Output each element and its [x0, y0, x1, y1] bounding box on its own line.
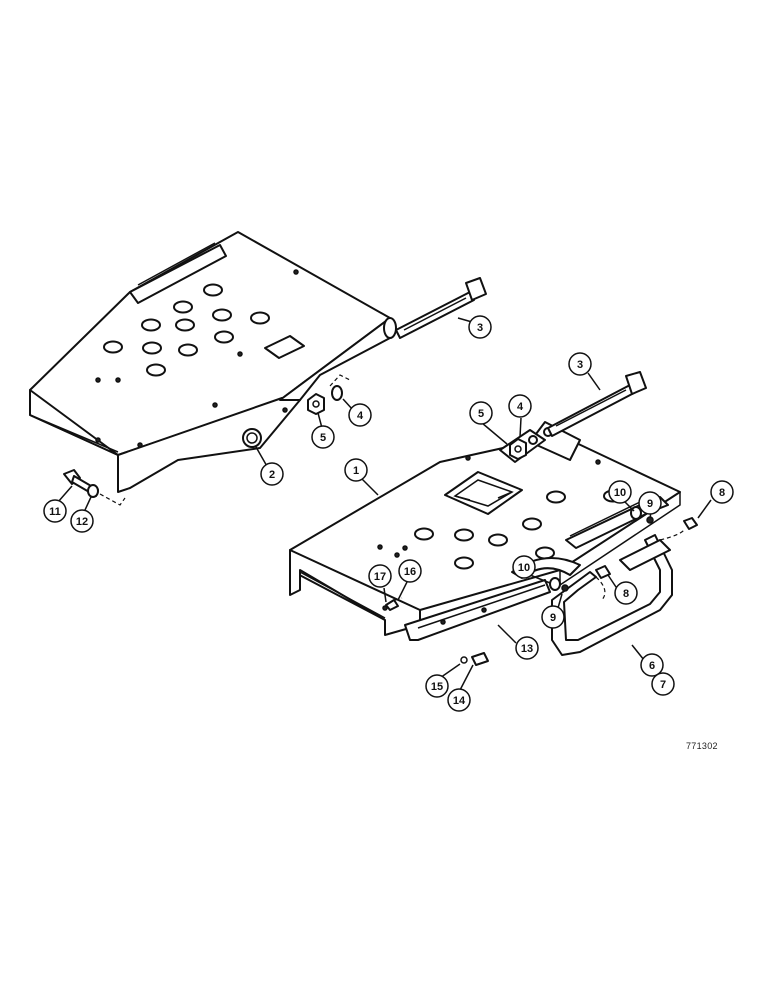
svg-text:4: 4 [517, 401, 524, 413]
callout-8-upper: 8 [710, 480, 734, 504]
callout-9-lower: 9 [541, 605, 565, 629]
bolt-and-washer-lower-left [63, 469, 126, 506]
callout-10-lower: 10 [512, 555, 536, 579]
callout-9-upper: 9 [638, 491, 662, 515]
callout-8-lower: 8 [614, 581, 638, 605]
svg-text:9: 9 [647, 498, 653, 510]
svg-text:1: 1 [353, 465, 359, 477]
svg-text:10: 10 [614, 487, 626, 499]
svg-text:10: 10 [518, 562, 530, 574]
callout-16: 16 [398, 559, 422, 583]
svg-text:8: 8 [719, 487, 725, 499]
callout-12: 12 [70, 509, 94, 533]
svg-text:6: 6 [649, 660, 655, 672]
pivot-bolt-upper [395, 277, 487, 339]
svg-text:4: 4 [357, 410, 364, 422]
pivot-bolt-lower [547, 371, 647, 437]
upper-seat-base-plate [29, 231, 397, 493]
callout-6: 6 [640, 653, 664, 677]
callout-13: 13 [515, 636, 539, 660]
callout-7: 7 [651, 672, 675, 696]
callout-14: 14 [447, 688, 471, 712]
nut-and-washer-lower [509, 438, 527, 460]
callout-1: 1 [344, 458, 368, 482]
svg-text:2: 2 [269, 469, 275, 481]
svg-text:3: 3 [477, 322, 483, 334]
svg-text:17: 17 [374, 571, 386, 583]
callout-10-upper: 10 [608, 480, 632, 504]
svg-text:5: 5 [478, 408, 484, 420]
svg-text:5: 5 [320, 432, 326, 444]
callout-5-lower: 5 [469, 401, 493, 425]
callout-15: 15 [425, 674, 449, 698]
callout-2: 2 [260, 462, 284, 486]
callout-3-upper: 3 [468, 315, 492, 339]
svg-text:12: 12 [76, 516, 88, 528]
callout-5-upper: 5 [311, 425, 335, 449]
svg-text:11: 11 [49, 506, 61, 518]
nut-and-washer-upper [307, 374, 351, 415]
callout-4-upper: 4 [348, 403, 372, 427]
callout-17: 17 [368, 564, 392, 588]
u-handle-bracket [551, 529, 685, 656]
bracket-strip [404, 579, 551, 641]
small-fasteners [385, 506, 698, 666]
drawing-reference-code: 771302 [686, 741, 718, 751]
callout-11: 11 [43, 499, 67, 523]
svg-text:8: 8 [623, 588, 629, 600]
svg-text:15: 15 [431, 681, 443, 693]
svg-text:13: 13 [521, 643, 533, 655]
svg-text:16: 16 [404, 566, 416, 578]
svg-text:7: 7 [660, 679, 666, 691]
svg-text:14: 14 [453, 695, 466, 707]
callout-3-lower: 3 [568, 352, 592, 376]
svg-text:3: 3 [577, 359, 583, 371]
callout-4-lower: 4 [508, 394, 532, 418]
svg-text:9: 9 [550, 612, 556, 624]
